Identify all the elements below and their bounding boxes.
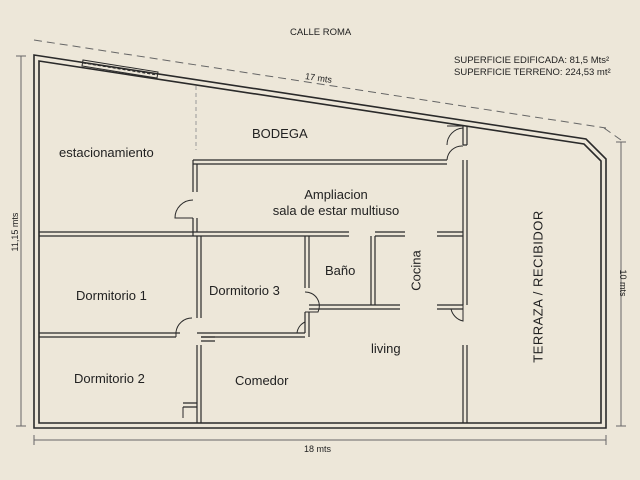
dimension-bottom: 18 mts (304, 444, 332, 454)
door-dorm1 (175, 317, 193, 337)
room-bedroom-3: Dormitorio 3 (209, 283, 280, 298)
boundary-top-dashed (33, 39, 607, 129)
built-area: SUPERFICIE EDIFICADA: 81,5 Mts² (454, 55, 610, 66)
room-bathroom: Baño (325, 263, 356, 278)
doors (174, 125, 464, 418)
interior-walls (39, 126, 468, 423)
door-ampliacion (174, 199, 194, 219)
wall-horizontal-middle (39, 231, 463, 237)
wall-dorm3-bottom (197, 332, 305, 338)
wall-ampliacion-left (192, 160, 198, 236)
area-notes: SUPERFICIE EDIFICADA: 81,5 Mts² SUPERFIC… (454, 55, 611, 79)
boundary-corner-dashed (603, 127, 622, 141)
wall-dorm1-right (196, 236, 202, 318)
room-dining: Comedor (235, 373, 289, 388)
room-storage: BODEGA (252, 126, 308, 141)
wall-dorm2-right-upper (196, 345, 202, 423)
outer-wall-outer-line (33, 54, 607, 429)
wall-dorm2-door-jamb (183, 402, 197, 408)
wall-bath-bottom (309, 304, 400, 310)
door-bath (304, 291, 320, 313)
dimension-lines (16, 55, 626, 445)
room-extension-line1: Ampliacion (304, 187, 368, 202)
door-bodega (446, 125, 464, 161)
door-kitchen-terrace (450, 305, 464, 322)
dimension-left: 11,15 mts (10, 212, 20, 252)
wall-dorm3-right (304, 236, 310, 337)
door-dorm3 (296, 321, 306, 334)
window (81, 59, 159, 79)
wall-terrace-left-lower (462, 345, 468, 423)
land-area: SUPERFICIE TERRENO: 224,53 mt² (454, 67, 611, 78)
room-extension-line2: sala de estar multiuso (272, 203, 400, 218)
wall-ampliacion-top (193, 159, 447, 165)
room-living: living (371, 341, 401, 356)
wall-bodega-right (462, 126, 468, 145)
room-kitchen: Cocina (408, 250, 424, 291)
wall-dorm1-dorm2 (39, 332, 180, 338)
property-boundary (33, 39, 622, 141)
room-terrace: TERRAZA / RECIBIDOR (530, 210, 546, 363)
room-bedroom-2: Dormitorio 2 (74, 371, 145, 386)
room-extension: Ampliacion sala de estar multiuso (246, 187, 426, 219)
outer-walls (33, 54, 607, 429)
wall-terrace-left-upper (462, 144, 468, 305)
dimension-right: 10 mts (618, 269, 628, 297)
wall-comedor-top (201, 336, 215, 342)
wall-kitchen-bottom (437, 304, 463, 310)
window-frame (81, 59, 159, 79)
wall-bath-right (370, 236, 376, 305)
outer-wall-inner-line (38, 60, 602, 424)
street-name: CALLE ROMA (290, 27, 352, 38)
room-parking: estacionamiento (59, 145, 154, 160)
room-bedroom-1: Dormitorio 1 (76, 288, 147, 303)
